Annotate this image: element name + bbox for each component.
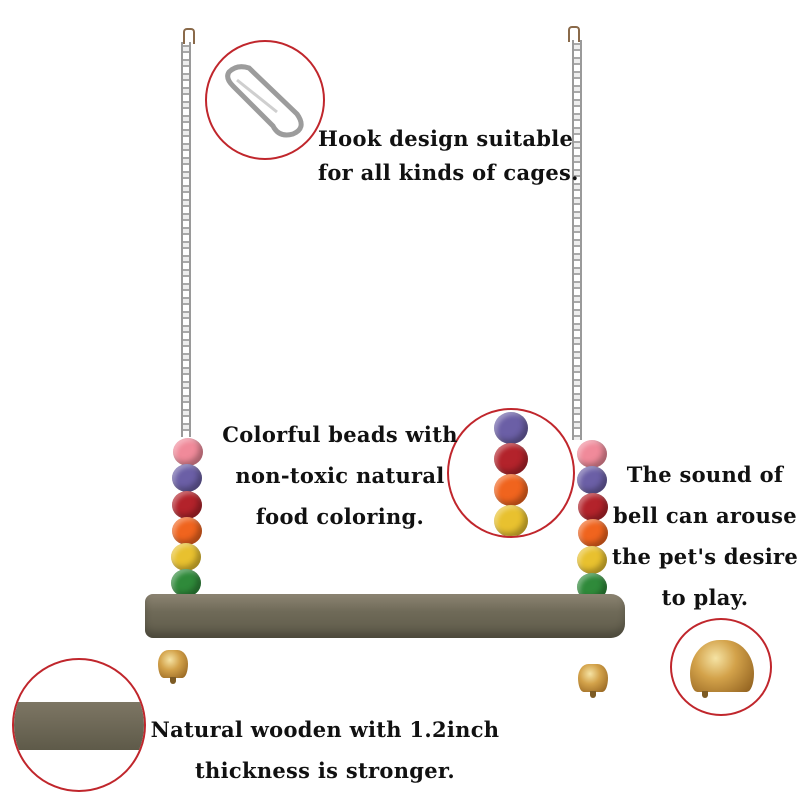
bead-red [578,493,608,521]
wood-zoom-circle [12,658,146,792]
bead-yellow [171,543,201,571]
hook-caption-line2: for all kinds of cages. [318,160,579,185]
bead-yellow [577,546,607,574]
bead-green [171,569,201,597]
bead-yellow [494,505,528,536]
bead-purple [172,464,202,492]
bell-caption-line3: the pet's desire [611,544,799,569]
wood-caption: Natural wooden with 1.2inch thickness is… [140,713,510,788]
left-bell-icon [158,650,188,684]
bead-pink [173,438,203,466]
hook-zoom-circle [205,40,325,160]
bell-closeup-icon [690,640,754,698]
bead-purple [494,412,528,444]
bead-orange [494,474,528,506]
bead-red [494,443,528,475]
bead-red [172,491,202,519]
beads-caption-line3: food coloring. [255,504,425,529]
bell-zoom-circle [670,618,772,716]
beads-zoom-circle [447,408,575,538]
bead-pink [577,440,607,468]
wood-caption-line1: Natural wooden with 1.2inch [150,717,500,742]
beads-caption: Colorful beads with non-toxic natural fo… [210,418,470,534]
beads-caption-line1: Colorful beads with [222,422,458,447]
wood-caption-line2: thickness is stronger. [195,758,455,783]
wooden-perch [145,594,625,638]
bell-caption-line2: bell can arouse [613,503,797,528]
bell-caption: The sound of bell can arouse the pet's d… [610,458,800,615]
bead-purple [577,466,607,494]
bell-caption-line4: to play. [661,585,749,610]
snap-hook-icon [225,64,304,138]
right-bell-icon [578,664,608,698]
right-hook-icon [568,26,580,42]
hook-caption-line1: Hook design suitable [318,126,574,151]
left-hook-icon [183,28,195,44]
wood-closeup [14,702,144,750]
right-chain [572,40,582,440]
bead-orange [578,519,608,547]
beads-caption-line2: non-toxic natural [235,463,445,488]
bead-orange [172,517,202,545]
left-chain [181,42,191,437]
bell-caption-line1: The sound of [626,462,784,487]
hook-caption: Hook design suitable for all kinds of ca… [318,122,579,190]
